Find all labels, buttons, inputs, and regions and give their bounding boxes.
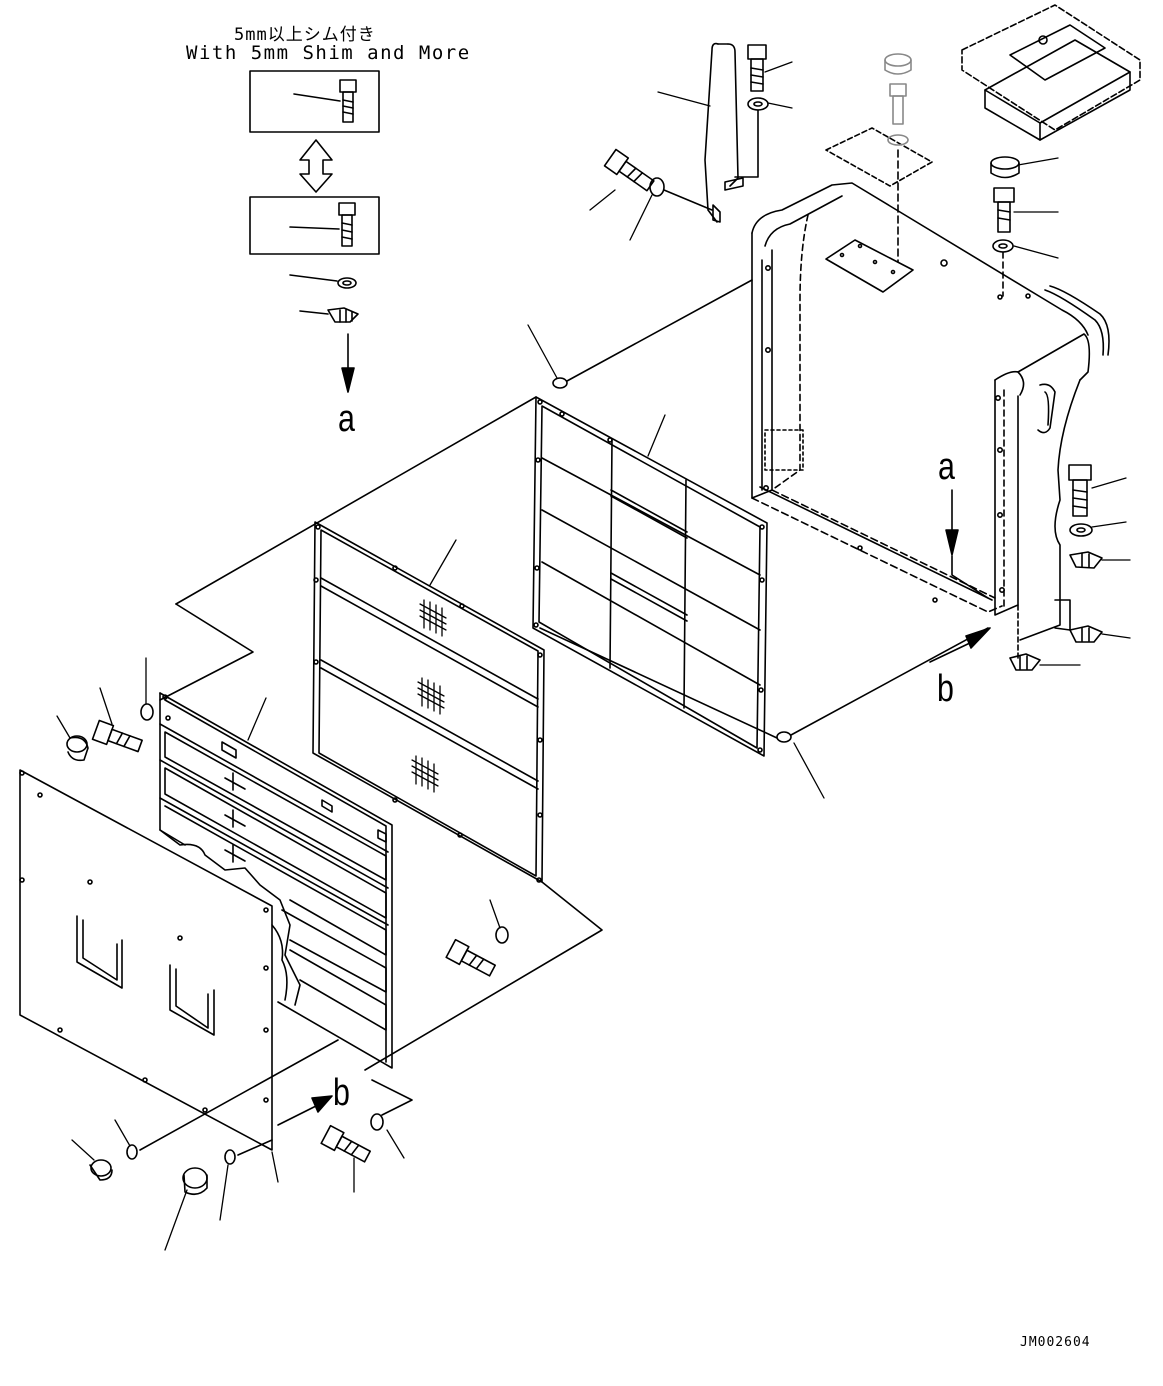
cap-icon [990, 156, 1020, 179]
washer-icon [370, 1113, 384, 1131]
hidden-plate [825, 127, 933, 187]
inset-box-upper [249, 70, 380, 133]
bolt-icon [320, 1124, 371, 1163]
washer-icon [224, 1149, 236, 1165]
shim-inset [249, 70, 380, 393]
drawing-code: JM002604 [1020, 1335, 1091, 1350]
front-cover-plate [19, 769, 288, 1151]
cap-icon [884, 53, 912, 146]
washer-icon [337, 277, 357, 289]
shim-icon [327, 307, 359, 323]
cap-icon [182, 1167, 208, 1196]
arrow-right-icon [929, 641, 973, 663]
cap-icon [89, 1159, 113, 1181]
shim-icon [1069, 625, 1103, 643]
washer-icon [1069, 523, 1093, 537]
callout-a-right: a [938, 446, 955, 488]
bolt-icon [91, 719, 143, 753]
shim-icon [1069, 551, 1103, 569]
rear-mesh-screen [532, 396, 768, 757]
inset-box-lower [249, 196, 380, 255]
washer-icon [992, 239, 1014, 253]
louver-panel [159, 692, 393, 1069]
bolt-icon [338, 202, 356, 247]
bolt-icon [445, 938, 496, 977]
front-mesh-screen [312, 521, 545, 883]
arrow-right-icon [277, 1104, 319, 1126]
callout-a-left: a [338, 398, 355, 440]
shim-icon [1009, 653, 1041, 671]
shim-title-english: With 5mm Shim and More [186, 42, 471, 64]
bolt-icon [993, 187, 1015, 233]
washer-icon [747, 97, 769, 111]
bolt-icon [339, 79, 357, 123]
leader-lines [56, 61, 1131, 1251]
double-arrow-icon [299, 139, 333, 193]
guard-frame [751, 182, 1110, 641]
washer-icon [140, 703, 154, 721]
bolt-icon [1068, 464, 1092, 517]
washer-icon [495, 926, 509, 944]
cap-icon [66, 735, 89, 762]
top-cover-plate [961, 4, 1141, 141]
bolt-icon [603, 148, 655, 192]
washer-icon [126, 1144, 138, 1160]
stay-rod [704, 42, 744, 223]
nut-icon [776, 731, 792, 743]
shim-title-japanese: 5mm以上シム付き [234, 25, 376, 45]
washer-icon [649, 177, 665, 197]
bolt-icon [747, 44, 767, 92]
callout-b-right: b [937, 668, 954, 710]
nut-icon [552, 377, 568, 389]
callout-b-bottom: b [333, 1072, 350, 1114]
